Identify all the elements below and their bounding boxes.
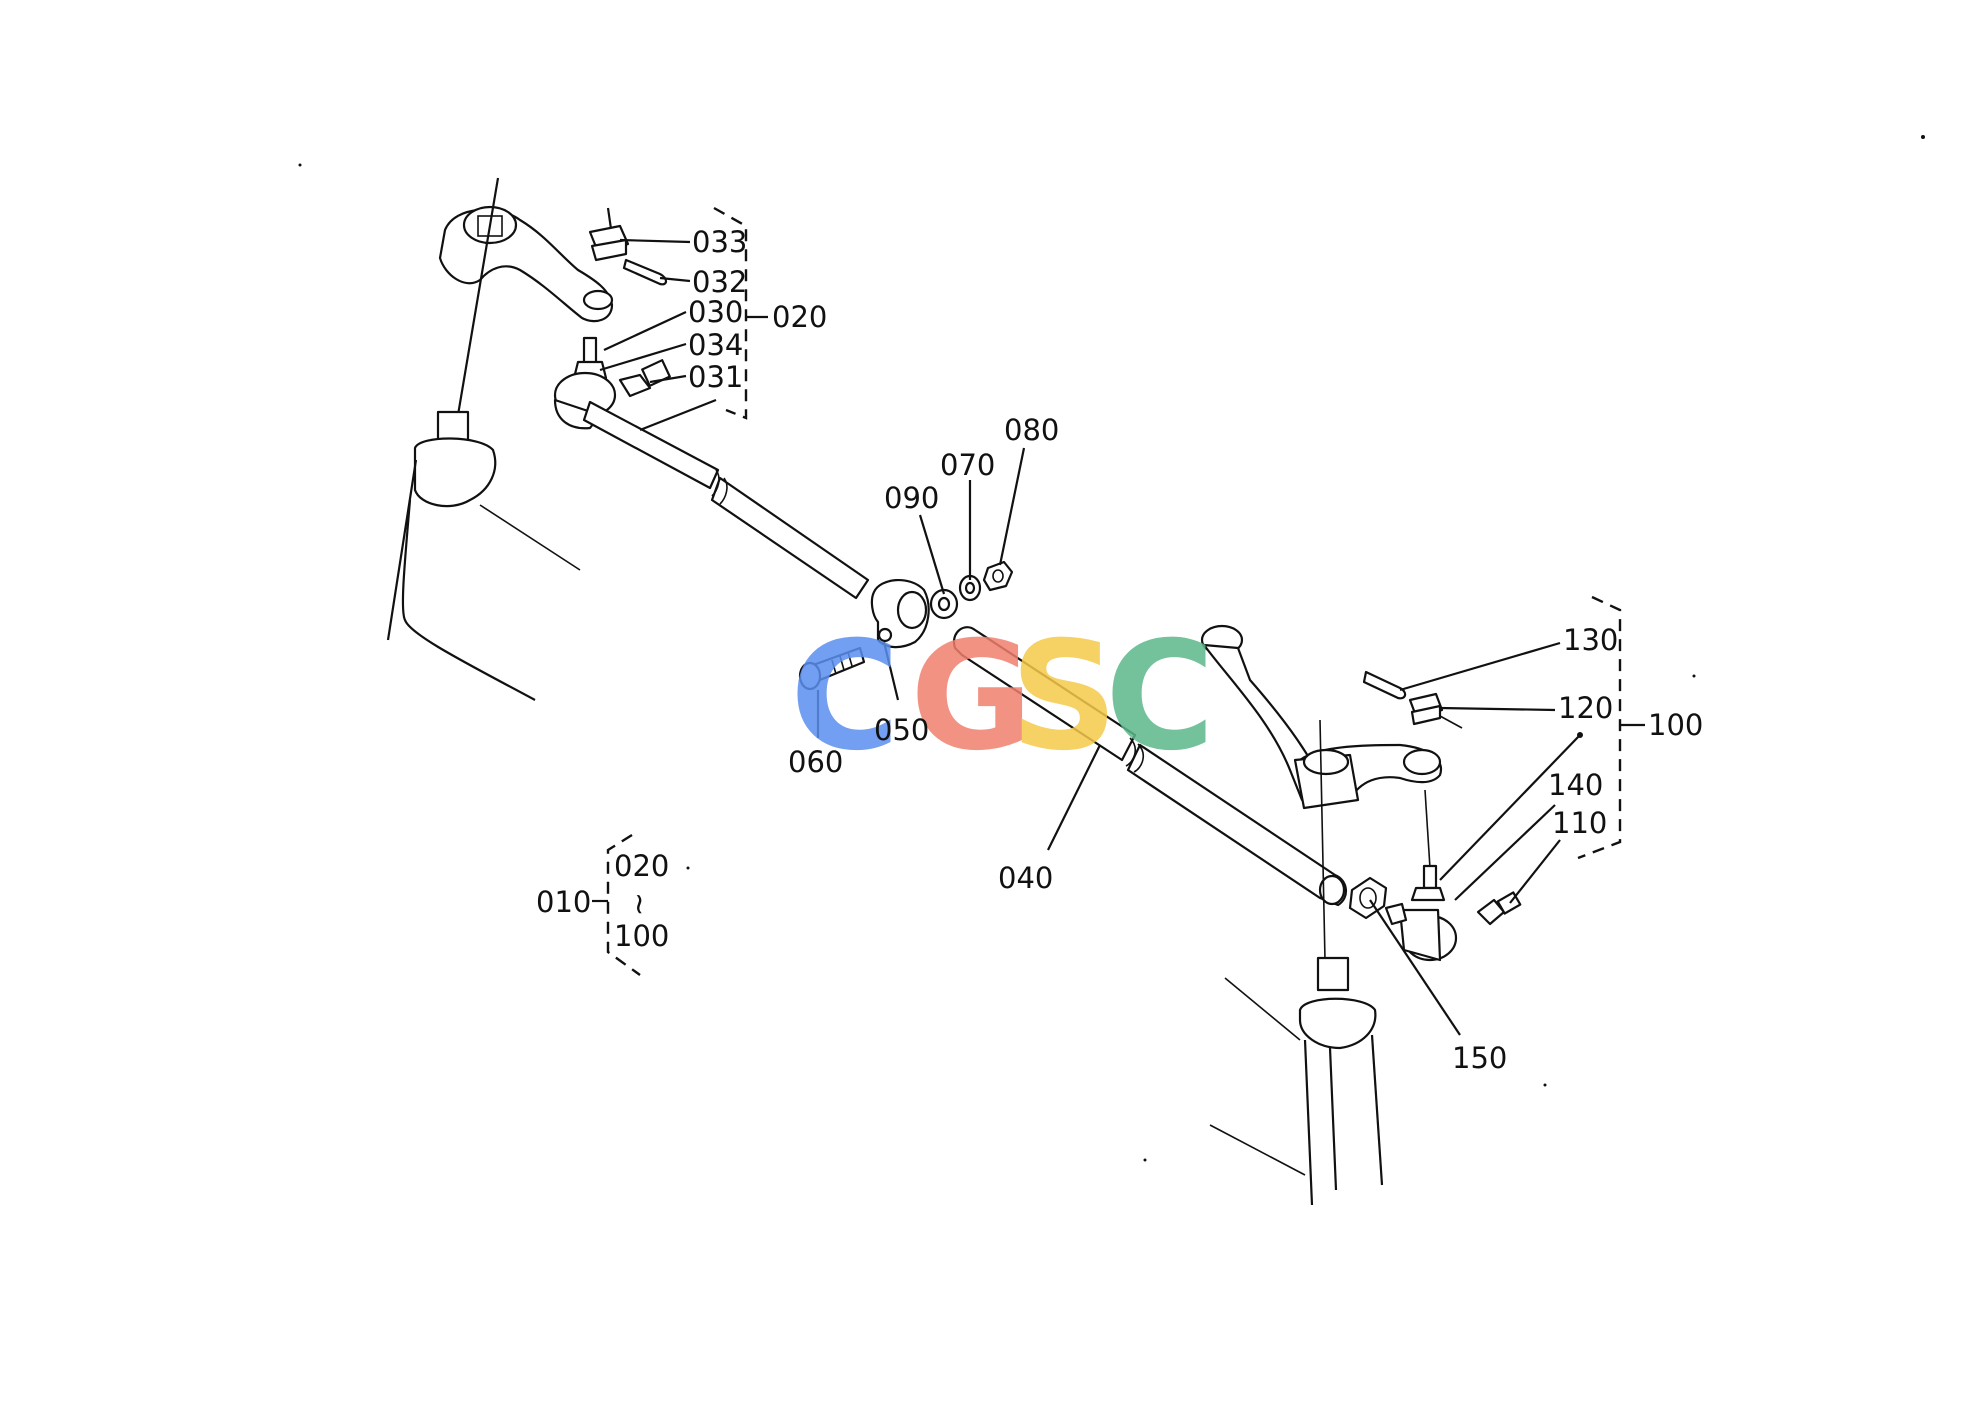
right-kingpin-housing (1209, 719, 1384, 1206)
label-120: 120 (1558, 691, 1613, 725)
label-032: 032 (692, 265, 747, 299)
left-kingpin-housing (386, 177, 581, 701)
right-tie-rod-end (1384, 789, 1522, 962)
cotter-pin-130-part (1362, 670, 1407, 700)
watermark-letter-c1: C (790, 610, 900, 784)
label-range-end-100: 100 (614, 919, 669, 953)
group-bracket-020 (713, 206, 768, 420)
watermark-letter-g: G (910, 610, 1033, 784)
jam-nut-150-part (1348, 876, 1388, 920)
label-033: 033 (692, 225, 747, 259)
leader-lines (599, 238, 1583, 1036)
clamp-050-part (870, 578, 930, 649)
label-range-sep: ~ (623, 892, 657, 916)
label-060: 060 (788, 745, 843, 779)
group-bracket-010 (592, 833, 641, 976)
label-110: 110 (1552, 806, 1607, 840)
watermark-letter-s: S (1010, 610, 1118, 784)
watermark-letter-c2: C (1105, 610, 1215, 784)
bolt-060-part (798, 646, 866, 691)
label-010: 010 (536, 885, 591, 919)
label-150: 150 (1452, 1041, 1507, 1075)
label-100: 100 (1648, 708, 1703, 742)
label-020: 020 (772, 300, 827, 334)
part-labels: 033 032 030 034 031 020 080 070 090 050 … (536, 225, 1703, 1075)
left-outer-tie-rod (582, 400, 870, 600)
nut-080-part (982, 560, 1014, 592)
label-070: 070 (940, 448, 995, 482)
watermark-logo: C G S C (790, 610, 1215, 784)
scan-specks (298, 135, 1925, 1162)
label-040: 040 (998, 861, 1053, 895)
label-140: 140 (1548, 768, 1603, 802)
castle-nut-120-part (1408, 692, 1463, 729)
cotter-pin-032-part (622, 258, 668, 286)
label-050: 050 (874, 713, 929, 747)
label-031: 031 (688, 360, 743, 394)
left-knuckle-arm (438, 205, 614, 323)
castle-nut-033-part (588, 207, 630, 262)
label-range-start-020: 020 (614, 849, 669, 883)
label-030: 030 (688, 295, 743, 329)
washer-090-part (929, 588, 959, 620)
right-knuckle-arm (1200, 624, 1443, 810)
label-090: 090 (884, 481, 939, 515)
label-130: 130 (1563, 623, 1618, 657)
label-080: 080 (1004, 413, 1059, 447)
group-bracket-100 (1577, 595, 1645, 860)
label-034: 034 (688, 328, 743, 362)
inner-tie-rod-040-part (952, 626, 1347, 907)
